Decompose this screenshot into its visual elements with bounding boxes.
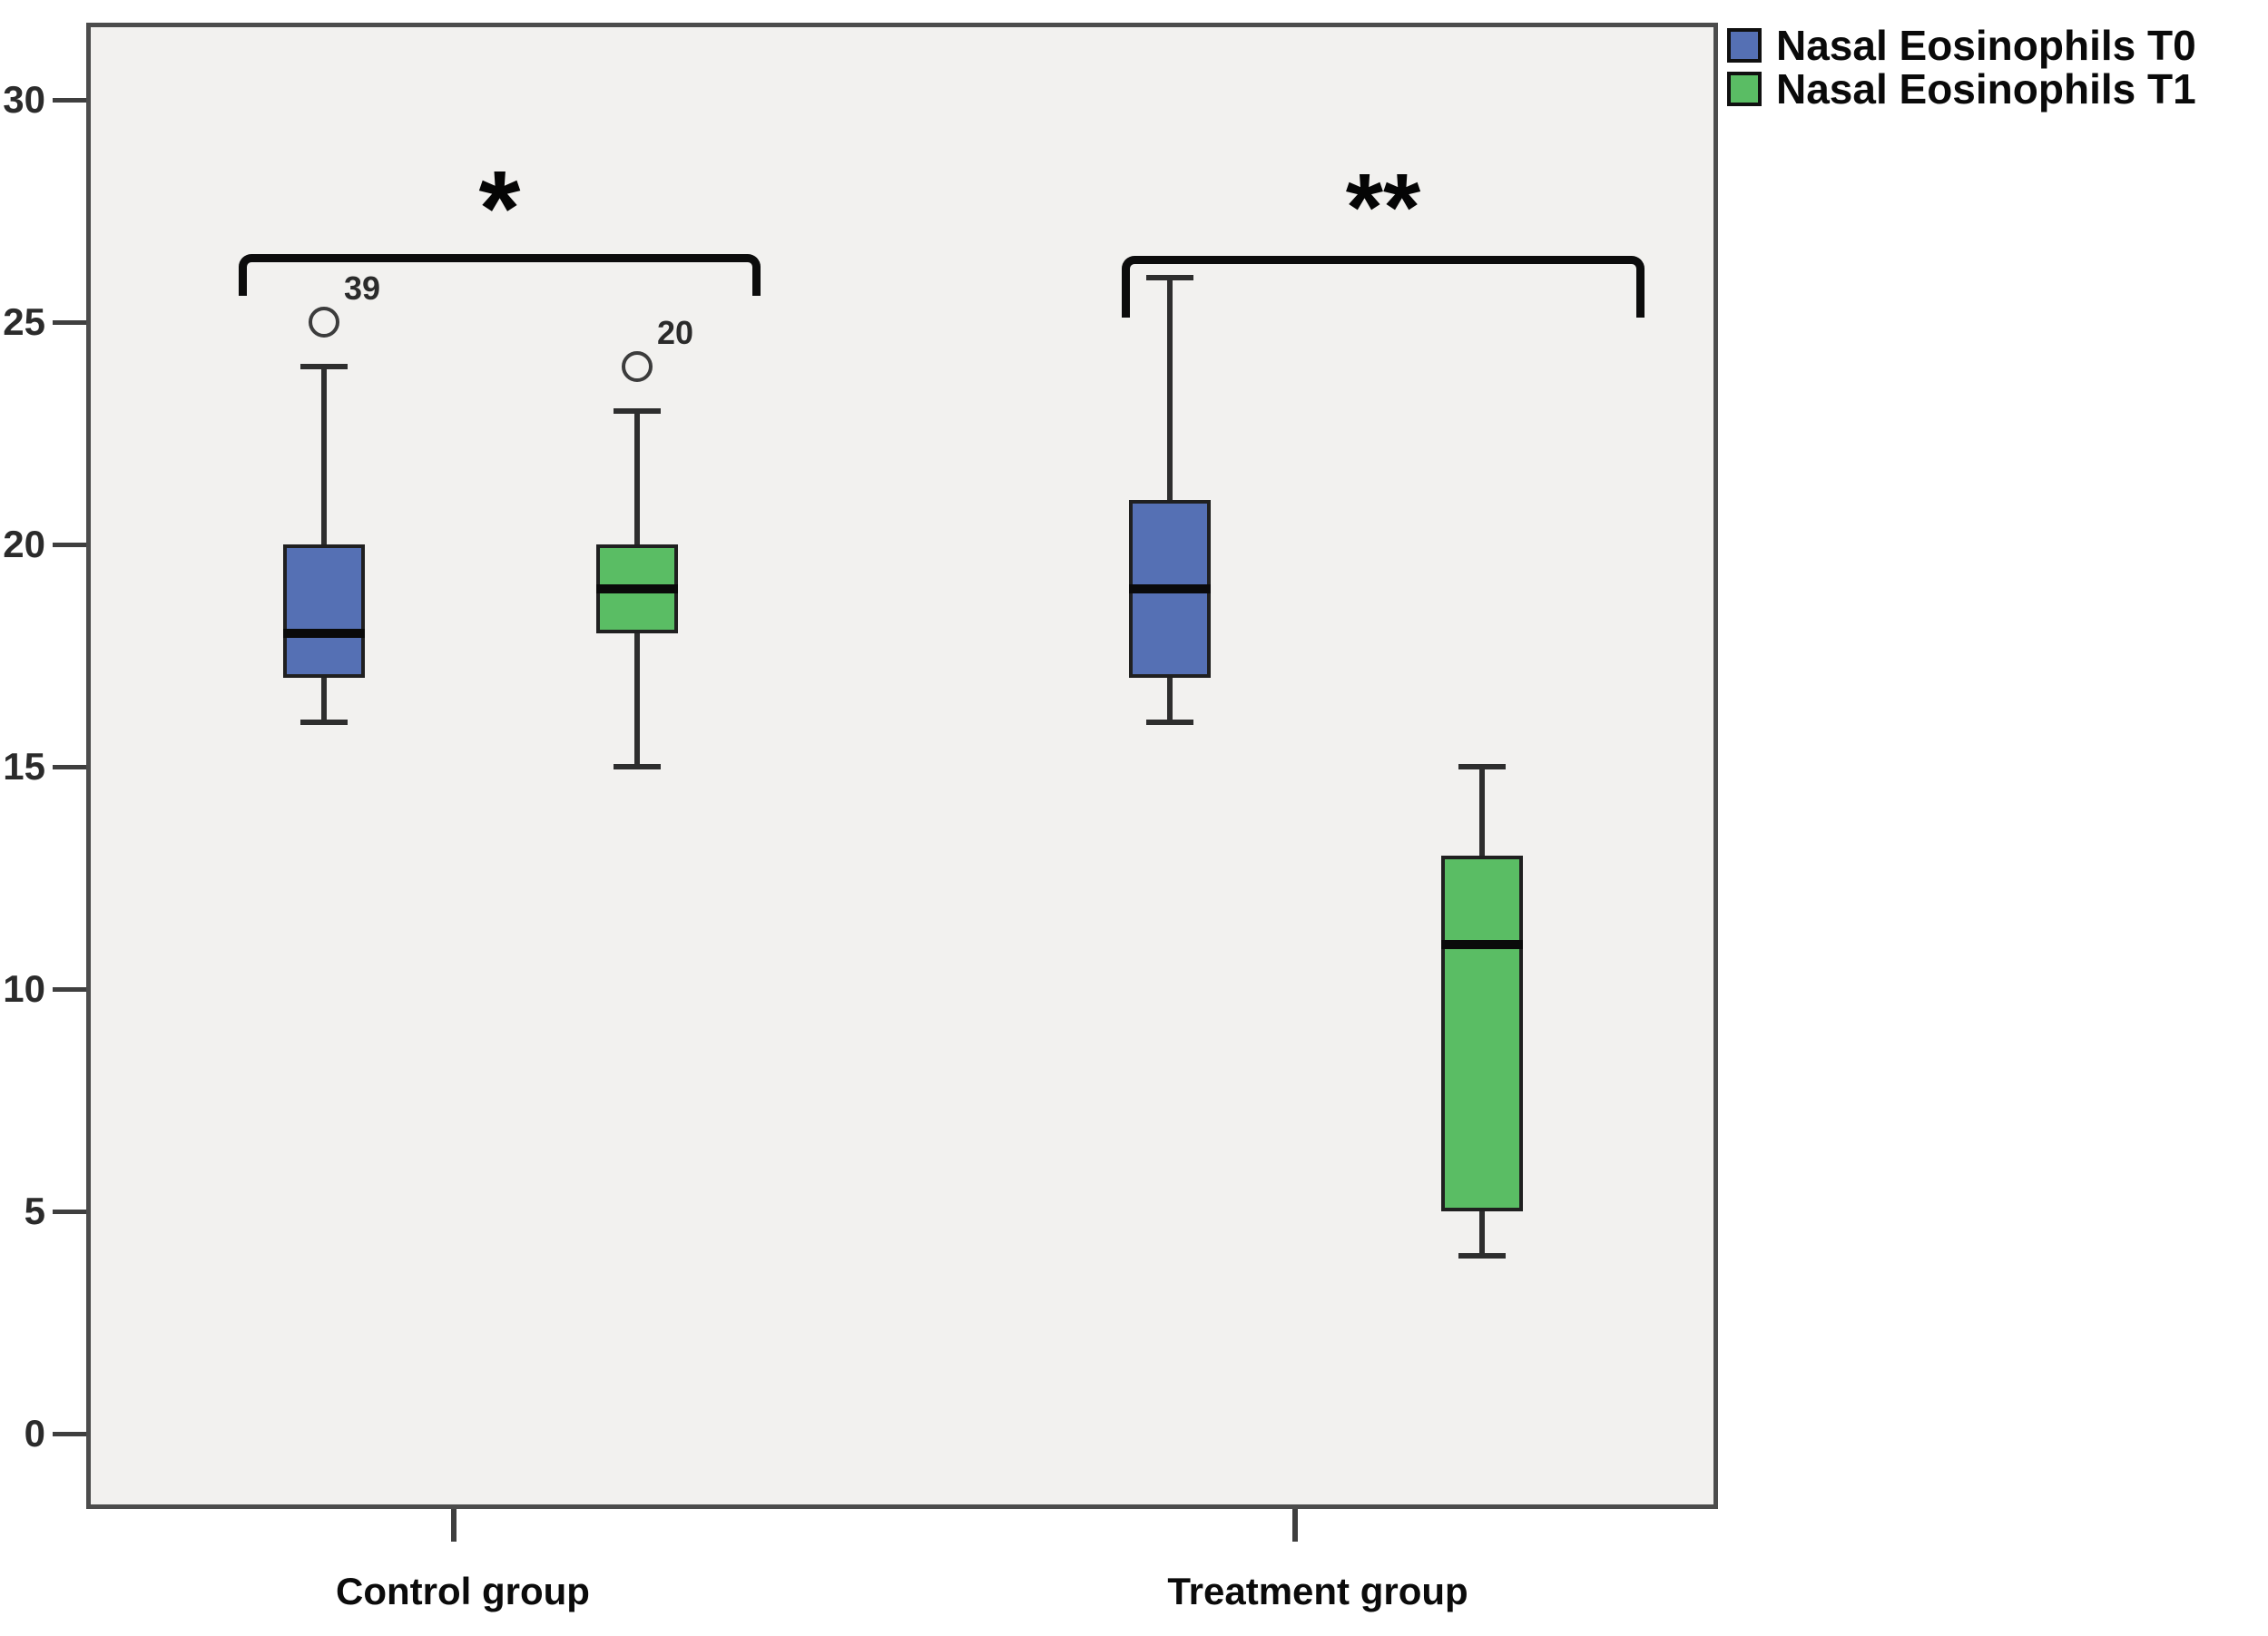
significance-label: ** <box>1345 154 1421 262</box>
y-axis-tick-label: 30 <box>3 78 45 121</box>
outlier-case-label: 39 <box>344 269 381 307</box>
y-axis-tick <box>53 320 86 325</box>
legend-swatch-t0-icon <box>1727 28 1762 63</box>
box-iqr <box>283 544 365 678</box>
y-axis-tick <box>53 987 86 992</box>
y-axis-tick <box>53 1210 86 1214</box>
y-axis-tick-label: 20 <box>3 523 45 565</box>
legend-label-t0: Nasal Eosinophils T0 <box>1776 22 2196 69</box>
x-axis-label-control-group: Control group <box>336 1570 590 1612</box>
legend-item-t1: Nasal Eosinophils T1 <box>1727 67 2196 111</box>
box-whisker-cap-top <box>1146 275 1193 280</box>
outlier-circle-icon <box>309 307 339 338</box>
box-median-line <box>1441 940 1523 949</box>
y-axis-tick-label: 25 <box>3 300 45 343</box>
box-whisker-cap-top <box>614 408 661 414</box>
significance-bracket <box>239 254 761 296</box>
legend-swatch-t1-icon <box>1727 72 1762 106</box>
x-axis-tick <box>451 1509 457 1542</box>
box-whisker-cap-bottom <box>300 720 348 725</box>
y-axis-tick <box>53 765 86 769</box>
legend: Nasal Eosinophils T0 Nasal Eosinophils T… <box>1727 24 2196 111</box>
box-whisker-cap-bottom <box>1146 720 1193 725</box>
legend-label-t1: Nasal Eosinophils T1 <box>1776 65 2196 113</box>
box-median-line <box>1129 584 1211 593</box>
y-axis-tick-label: 5 <box>24 1190 45 1232</box>
box-iqr <box>1441 856 1523 1211</box>
y-axis-tick <box>53 98 86 103</box>
y-axis-tick-label: 15 <box>3 745 45 788</box>
outlier-circle-icon <box>622 351 653 382</box>
x-axis-tick <box>1292 1509 1298 1542</box>
x-axis-label-treatment-group: Treatment group <box>1167 1570 1468 1612</box>
plot-area <box>86 23 1718 1509</box>
y-axis-tick-label: 0 <box>24 1412 45 1455</box>
box-whisker-cap-bottom <box>614 764 661 769</box>
y-axis-tick <box>53 543 86 547</box>
box-median-line <box>283 629 365 638</box>
significance-label: * <box>478 148 521 269</box>
box-median-line <box>596 584 678 593</box>
box-whisker-cap-bottom <box>1458 1253 1506 1259</box>
box-whisker-cap-top <box>1458 764 1506 769</box>
box-whisker-cap-top <box>300 364 348 369</box>
significance-bracket <box>1122 256 1645 318</box>
y-axis-tick-label: 10 <box>3 967 45 1010</box>
legend-item-t0: Nasal Eosinophils T0 <box>1727 24 2196 67</box>
outlier-case-label: 20 <box>657 314 694 351</box>
y-axis-tick <box>53 1432 86 1436</box>
